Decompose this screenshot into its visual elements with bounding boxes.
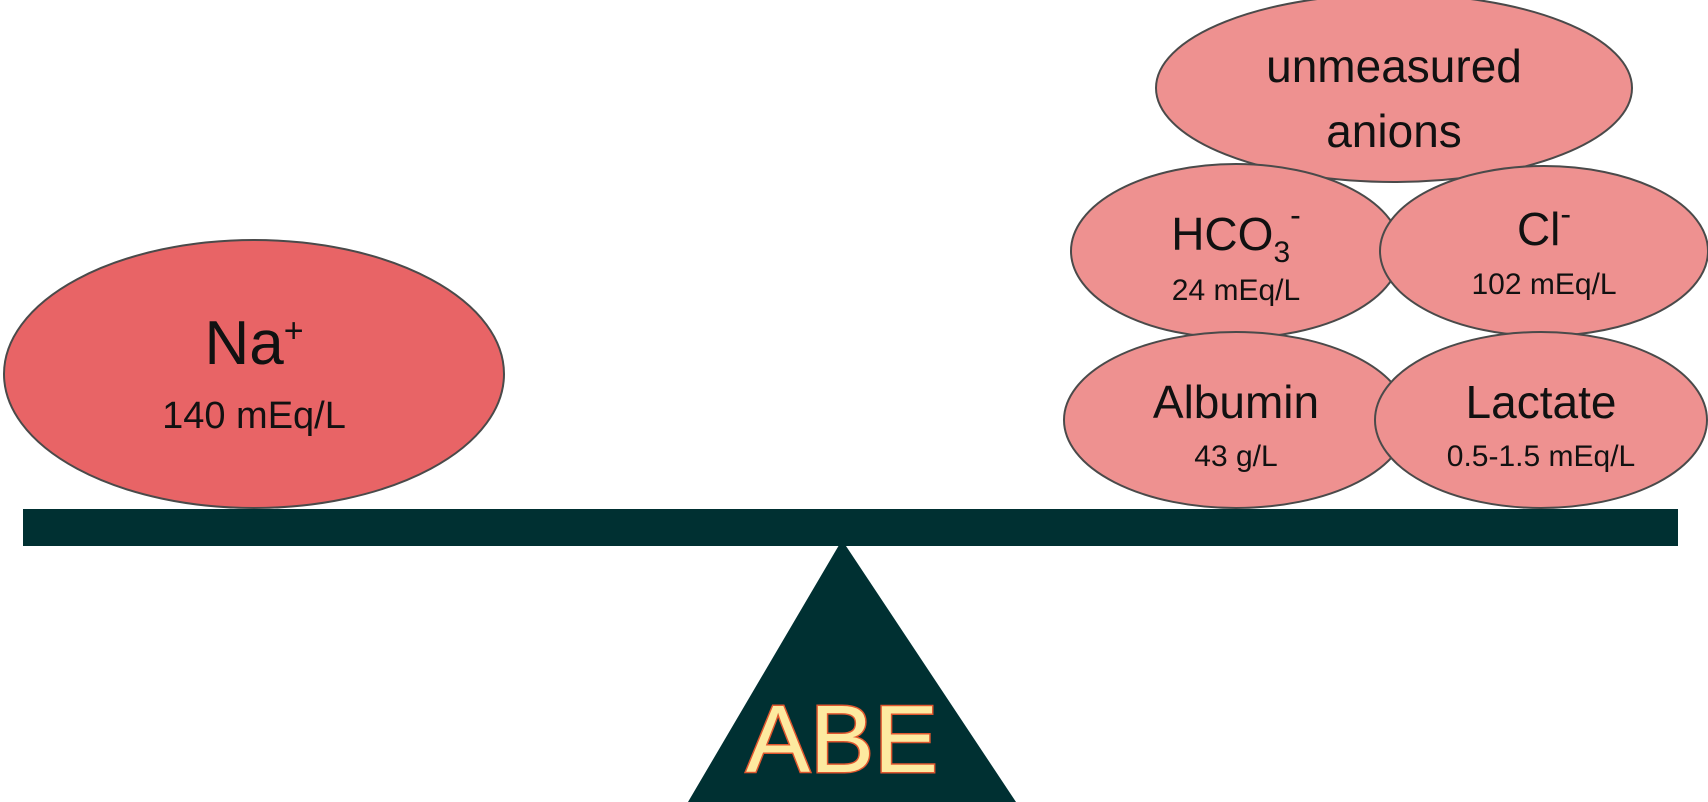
lactate-value: 0.5-1.5 mEq/L — [1447, 440, 1635, 473]
bicarbonate-charge: - — [1290, 197, 1301, 233]
bicarbonate-subscript: 3 — [1273, 236, 1290, 269]
albumin-name: Albumin — [1153, 376, 1319, 428]
lactate-name: Lactate — [1466, 376, 1617, 428]
chloride-symbol: Cl- — [1517, 196, 1571, 255]
chloride-charge: - — [1560, 196, 1571, 232]
unmeasured-anions-line2: anions — [1326, 105, 1462, 157]
sodium-value: 140 mEq/L — [162, 395, 346, 437]
balance-beam — [23, 509, 1678, 546]
unmeasured-anions: unmeasured anions — [1155, 0, 1633, 183]
sodium-cation: Na+ 140 mEq/L — [3, 239, 505, 509]
fulcrum-label: ABE — [746, 686, 938, 793]
lactate-anion: Lactate 0.5-1.5 mEq/L — [1374, 331, 1708, 509]
chloride-anion: Cl- 102 mEq/L — [1379, 165, 1708, 337]
albumin-anion: Albumin 43 g/L — [1063, 331, 1409, 509]
bicarbonate-anion: HCO3- 24 mEq/L — [1070, 163, 1402, 339]
unmeasured-anions-line1: unmeasured — [1266, 40, 1522, 92]
sodium-charge: + — [284, 312, 304, 350]
sodium-ellipse — [3, 239, 505, 509]
chloride-value: 102 mEq/L — [1471, 268, 1616, 301]
fulcrum-triangle — [688, 540, 1016, 802]
unmeasured-anions-ellipse — [1155, 0, 1633, 183]
bicarbonate-value: 24 mEq/L — [1172, 274, 1300, 307]
lactate-ellipse — [1374, 331, 1708, 509]
albumin-value: 43 g/L — [1194, 440, 1277, 473]
bicarbonate-symbol: HCO3- — [1171, 197, 1301, 269]
sodium-symbol: Na+ — [204, 309, 303, 378]
